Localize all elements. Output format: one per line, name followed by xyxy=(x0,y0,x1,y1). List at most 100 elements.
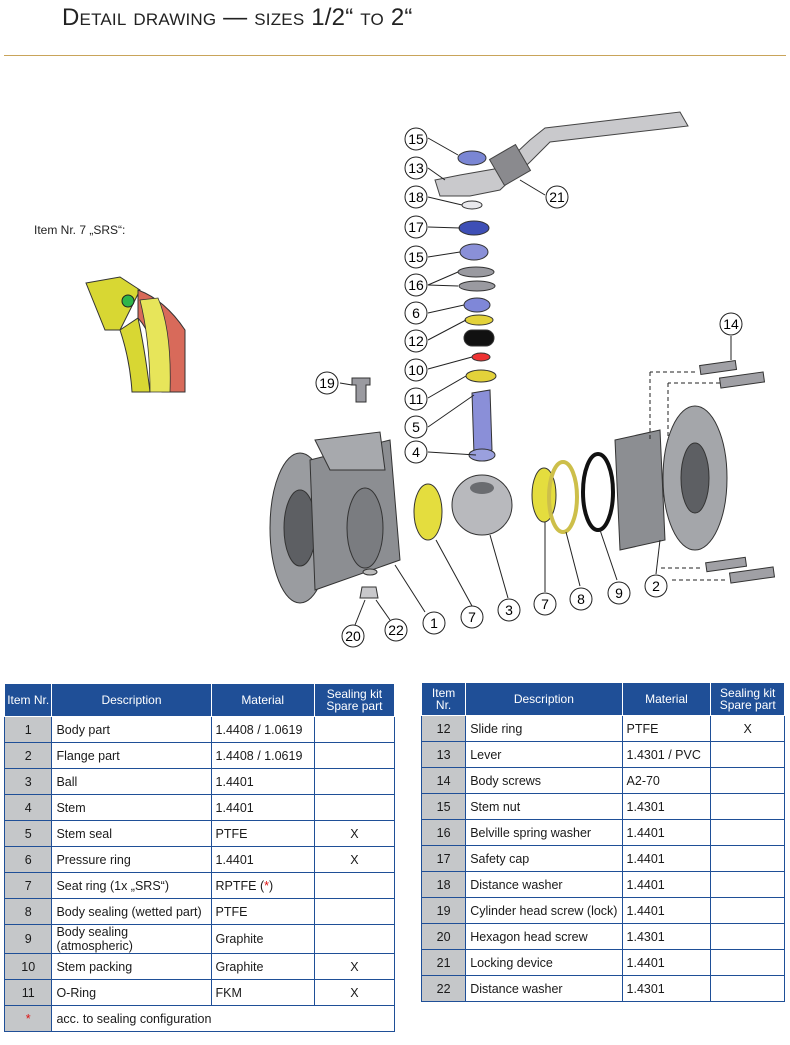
item-kit: X xyxy=(710,715,785,742)
item-number: 9 xyxy=(3,924,53,954)
item-number: 8 xyxy=(3,898,53,925)
item-material: Graphite xyxy=(210,924,315,954)
item-number: 11 xyxy=(3,979,53,1006)
footnote-symbol: * xyxy=(3,1005,53,1032)
item-description: Stem seal xyxy=(51,820,212,847)
item-kit xyxy=(710,897,785,924)
item-material: PTFE xyxy=(210,898,315,925)
body-part xyxy=(269,431,401,604)
item-kit: X xyxy=(313,820,396,847)
callouts: 15 13 21 18 17 15 16 6 12 10 11 5 4 19 1… xyxy=(315,127,743,648)
svg-text:10: 10 xyxy=(408,362,424,378)
item-material: 1.4408 / 1.0619 xyxy=(210,716,315,743)
item-number: 7 xyxy=(3,872,53,899)
svg-text:12: 12 xyxy=(408,333,424,349)
item-kit xyxy=(710,923,785,950)
item-description: Safety cap xyxy=(465,845,623,872)
callout-13: 13 xyxy=(404,156,428,180)
item-description: Body part xyxy=(51,716,212,743)
callout-14: 14 xyxy=(719,312,743,336)
item-number: 4 xyxy=(3,794,53,821)
callout-16: 16 xyxy=(404,273,428,297)
svg-text:18: 18 xyxy=(408,189,424,205)
svg-text:14: 14 xyxy=(723,316,739,332)
item-description: Body sealing (wetted part) xyxy=(51,898,212,925)
item-kit: X xyxy=(313,979,396,1006)
callout-15: 15 xyxy=(404,245,428,269)
item-number: 10 xyxy=(3,953,53,980)
callout-22: 22 xyxy=(384,618,408,642)
table-header-row: Item Nr. Description Material Sealing ki… xyxy=(3,683,396,717)
footnote-star: * xyxy=(264,878,270,893)
svg-text:4: 4 xyxy=(412,444,420,460)
item-material: 1.4401 xyxy=(621,845,712,872)
callout-4: 4 xyxy=(404,440,428,464)
callout-9: 9 xyxy=(607,581,631,605)
item-kit xyxy=(313,924,396,954)
svg-text:16: 16 xyxy=(408,277,424,293)
footnote-row: *acc. to sealing configuration xyxy=(3,1005,395,1032)
callout-7-left: 7 xyxy=(460,605,484,629)
callout-15-top: 15 xyxy=(404,127,428,151)
callout-20: 20 xyxy=(341,624,365,648)
item-material: PTFE xyxy=(621,715,712,742)
item-material: FKM xyxy=(210,979,315,1006)
seat-ring-left xyxy=(413,483,443,541)
flange-part xyxy=(614,405,728,551)
callout-11: 11 xyxy=(404,387,428,411)
item-number: 21 xyxy=(420,949,467,976)
item-number: 15 xyxy=(420,793,467,820)
header-description: Description xyxy=(465,682,623,716)
callout-3: 3 xyxy=(497,598,521,622)
item-material: RPTFE (*) xyxy=(210,872,315,899)
item-kit xyxy=(710,819,785,846)
item-number: 18 xyxy=(420,871,467,898)
item-material: 1.4401 xyxy=(621,949,712,976)
item-description: Stem nut xyxy=(465,793,623,820)
item-material: 1.4401 xyxy=(621,871,712,898)
item-material: Graphite xyxy=(210,953,315,980)
callout-7-right: 7 xyxy=(533,592,557,616)
header-kit: Sealing kit Spare part xyxy=(710,682,785,716)
item-description: Belville spring washer xyxy=(465,819,623,846)
item-material: 1.4401 xyxy=(210,794,315,821)
header-item: Item Nr. xyxy=(3,683,53,717)
parts-table-right: Item Nr. Description Material Sealing ki… xyxy=(420,682,785,1002)
svg-text:13: 13 xyxy=(408,160,424,176)
item-material: PTFE xyxy=(210,820,315,847)
callout-17: 17 xyxy=(404,215,428,239)
callout-21: 21 xyxy=(545,185,569,209)
item-description: Body screws xyxy=(465,767,623,794)
item-description: O-Ring xyxy=(51,979,212,1006)
item-material: 1.4301 xyxy=(621,923,712,950)
header-kit: Sealing kit Spare part xyxy=(313,683,396,717)
item-description: Slide ring xyxy=(465,715,623,742)
item-description: Stem xyxy=(51,794,212,821)
item-number: 13 xyxy=(420,741,467,768)
item-number: 16 xyxy=(420,819,467,846)
item-description: Distance washer xyxy=(465,975,623,1002)
callout-6: 6 xyxy=(404,301,428,325)
lever xyxy=(434,111,689,197)
footnote-text: acc. to sealing configuration xyxy=(51,1005,395,1032)
item-kit xyxy=(710,949,785,976)
leader-lines xyxy=(339,137,732,626)
stem-stack xyxy=(457,150,497,462)
item-number: 14 xyxy=(420,767,467,794)
dashed-guides xyxy=(649,371,725,581)
item-number: 17 xyxy=(420,845,467,872)
exploded-valve-drawing: 15 13 21 18 17 15 16 6 12 10 11 5 4 19 1… xyxy=(85,111,776,648)
item-number: 2 xyxy=(3,742,53,769)
